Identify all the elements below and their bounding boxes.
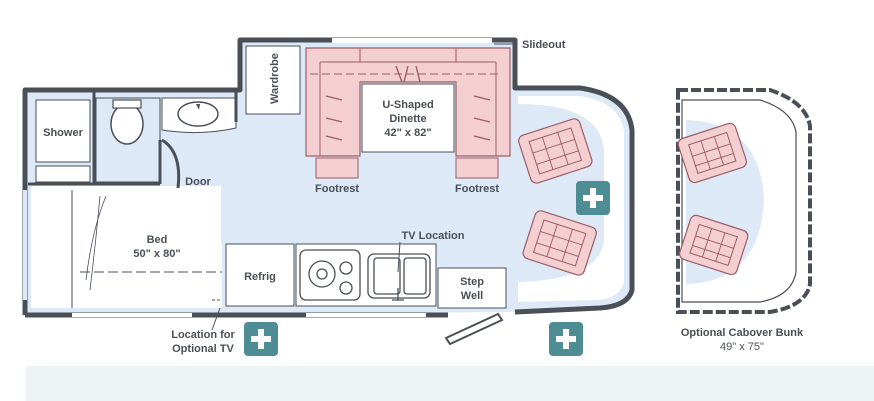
label-door: Door: [185, 176, 211, 188]
cab-seat-bottom: [522, 210, 597, 276]
tv-pointer-rear: [211, 307, 221, 331]
label-bed: Bed: [147, 234, 168, 246]
side-window-left: [72, 313, 192, 317]
door-swing: [161, 138, 181, 189]
shower: [35, 99, 91, 163]
wardrobe: [245, 45, 301, 115]
label-dinette-title2: Dinette: [389, 113, 426, 125]
tv-pointer: [397, 241, 401, 273]
footer-band: [26, 366, 874, 401]
side-window-mid: [306, 313, 426, 317]
plus-icon: [576, 181, 610, 215]
plus-icon: [244, 322, 278, 356]
footrest-left: [315, 157, 359, 179]
label-bed-size: 50" x 80": [133, 248, 180, 260]
cabover-seat-top: [677, 122, 747, 184]
label-footrest-left: Footrest: [315, 183, 359, 195]
faucet-icon: [196, 104, 200, 110]
bath-sink: [177, 101, 219, 127]
plus-icon: [549, 322, 583, 356]
cab-seat-top: [518, 118, 593, 184]
label-slideout: Slideout: [522, 39, 566, 51]
bed-corner-curve: [150, 186, 222, 308]
partitions: [28, 92, 238, 186]
footrest-right: [455, 157, 499, 179]
u-shaped-dinette: [305, 47, 511, 157]
cabover-seat-bottom: [679, 214, 749, 276]
bath-cabinet: [35, 165, 91, 183]
toilet: [110, 103, 144, 145]
slideout-window: [332, 38, 492, 43]
label-footrest-right: Footrest: [455, 183, 499, 195]
label-wardrobe: Wardrobe: [269, 53, 281, 104]
refrigerator: [225, 243, 295, 307]
dinette-table: [361, 83, 455, 153]
label-location-for: Location for: [171, 329, 235, 341]
bed: [71, 190, 222, 308]
label-refrig: Refrig: [244, 271, 276, 283]
entry-door: [444, 312, 504, 346]
label-dinette-title: U-Shaped: [382, 99, 433, 111]
step-well: [437, 267, 507, 309]
label-dinette-size: 42" x 82": [384, 127, 431, 139]
label-cabover-size: 49" x 75": [720, 341, 764, 353]
cooktop: [299, 249, 361, 301]
toilet-tank: [112, 99, 142, 109]
cab-floor-curve: [518, 96, 624, 302]
label-tv-location: TV Location: [402, 230, 465, 242]
label-step: Step: [460, 276, 484, 288]
cabover-bunk: [676, 88, 812, 314]
label-shower: Shower: [43, 127, 83, 139]
rear-window: [23, 190, 27, 300]
label-cabover: Optional Cabover Bunk: [681, 327, 804, 339]
label-optional-tv: Optional TV: [172, 343, 234, 355]
label-well: Well: [461, 290, 483, 302]
